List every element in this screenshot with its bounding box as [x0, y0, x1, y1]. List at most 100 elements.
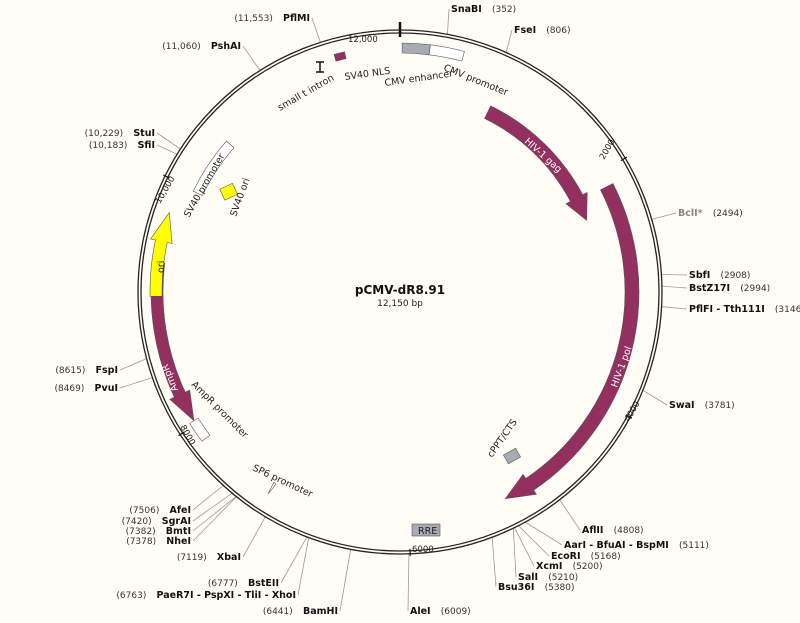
tick-mark	[620, 156, 628, 162]
enzyme-name: PflMI	[283, 13, 310, 24]
enzyme-label[interactable]: BstZ17I (2994)	[689, 276, 770, 295]
enzyme-position: (2494)	[713, 209, 743, 219]
cmv-promoter-feature[interactable]	[428, 44, 465, 62]
enzyme-label[interactable]: SalI (5210)	[518, 565, 578, 584]
enzyme-label[interactable]: AflII (4808)	[582, 518, 644, 537]
enzyme-position: (3781)	[705, 401, 735, 411]
enzyme-label[interactable]: (6763) PaeR7I - PspXI - TliI - XhoI	[116, 583, 296, 602]
enzyme-name: PshAI	[211, 41, 241, 52]
sv40-ori-feature[interactable]	[219, 182, 238, 201]
enzyme-name: SgrAI	[162, 516, 191, 527]
enzyme-position: (8615)	[55, 366, 85, 376]
enzyme-position: (6441)	[263, 607, 293, 617]
enzyme-line	[119, 377, 153, 389]
enzyme-label[interactable]: XcmI (5200)	[536, 554, 603, 573]
ampr-feature[interactable]	[150, 261, 195, 422]
enzyme-label[interactable]: (8615) FspI	[55, 358, 118, 377]
enzyme-position: (2908)	[720, 271, 750, 281]
enzyme-line	[661, 306, 688, 310]
enzyme-line	[525, 521, 563, 546]
enzyme-line	[156, 144, 178, 155]
enzyme-line	[505, 29, 513, 53]
enzyme-label[interactable]: (10,183) SfiI	[89, 133, 155, 152]
enzyme-position: (8469)	[54, 384, 84, 394]
enzyme-line	[661, 285, 688, 289]
tick-12000: 12,000	[348, 35, 378, 45]
rre-label: RRE	[418, 526, 437, 537]
enzyme-position: (5168)	[591, 552, 621, 562]
enzyme-label[interactable]: BclI* (2494)	[678, 201, 743, 220]
sv40-ori-label: SV40 ori	[228, 177, 252, 218]
enzyme-name: AflII	[582, 525, 603, 536]
enzyme-label[interactable]: EcoRI (5168)	[551, 544, 621, 563]
enzyme-line	[518, 525, 550, 557]
cmv-enhancer-feature[interactable]	[401, 42, 431, 56]
enzyme-name: BmtI	[166, 526, 191, 537]
enzyme-label[interactable]: (10,229) StuI	[85, 121, 155, 140]
small-t-intron-feature[interactable]	[316, 61, 324, 73]
enzyme-name: XbaI	[217, 552, 241, 563]
enzyme-line	[514, 527, 535, 567]
plasmid-size: 12,150 bp	[377, 299, 423, 309]
tick-mark	[625, 414, 633, 419]
enzyme-name: FspI	[96, 365, 118, 376]
enzyme-labels: SnaBI (352) FseI (806) BclI* (2494) SbfI (2…	[54, 0, 800, 618]
enzyme-position: (806)	[546, 26, 570, 36]
enzyme-label[interactable]: (7382) BmtI	[126, 519, 191, 538]
enzyme-name: EcoRI	[551, 551, 581, 562]
enzyme-position: (11,553)	[234, 14, 273, 24]
enzyme-label[interactable]: SwaI (3781)	[669, 393, 735, 412]
ori-label: ori	[156, 261, 167, 273]
enzyme-line	[559, 499, 581, 531]
enzyme-position: (5210)	[548, 573, 578, 583]
rre-feature[interactable]	[411, 523, 441, 537]
enzyme-position: (5200)	[573, 562, 603, 572]
hiv-pol-feature[interactable]	[504, 183, 640, 500]
enzyme-label[interactable]: PflFI - Tth111I (3146)	[689, 297, 800, 316]
sv40-promoter-feature[interactable]	[192, 140, 235, 196]
enzyme-line	[192, 492, 233, 522]
enzyme-label[interactable]: AleI (6009)	[410, 599, 471, 618]
enzyme-name: BstZ17I	[689, 283, 730, 294]
enzyme-name: AarI - BfuAI - BspMI	[564, 540, 669, 551]
enzyme-position: (6009)	[441, 607, 471, 617]
enzyme-line	[242, 45, 261, 71]
enzyme-name: XcmI	[536, 561, 562, 572]
enzyme-name: AfeI	[170, 505, 191, 516]
enzyme-label[interactable]: Bsu36I (5380)	[498, 575, 575, 594]
enzyme-name: StuI	[133, 128, 155, 139]
enzyme-label[interactable]: (7378) NheI	[126, 529, 191, 548]
enzyme-position: (7119)	[177, 553, 207, 563]
enzyme-label[interactable]: SbfI (2908)	[689, 263, 750, 282]
enzyme-name: BclI*	[678, 208, 703, 219]
enzyme-label[interactable]: AarI - BfuAI - BspMI (5111)	[564, 533, 709, 552]
enzyme-name: PaeR7I - PspXI - TliI - XhoI	[157, 590, 296, 601]
enzyme-name: SbfI	[689, 270, 710, 281]
enzyme-name: PvuI	[95, 383, 118, 394]
small-t-label: small t intron	[276, 73, 336, 114]
enzyme-label[interactable]: (6441) BamHI	[263, 599, 338, 618]
enzyme-name: AleI	[410, 606, 431, 617]
enzyme-label[interactable]: (11,060) PshAI	[162, 34, 241, 53]
enzyme-label[interactable]: SnaBI (352)	[451, 0, 516, 16]
enzyme-position: (352)	[492, 5, 516, 15]
enzyme-label[interactable]: (7119) XbaI	[177, 545, 241, 564]
enzyme-label[interactable]: (8469) PvuI	[54, 376, 118, 395]
enzyme-label[interactable]: (11,553) PflMI	[234, 6, 310, 25]
enzyme-label[interactable]: (7506) AfeI	[129, 498, 191, 517]
enzyme-line	[297, 537, 310, 596]
hiv-gag-feature[interactable]	[484, 105, 588, 221]
enzyme-line	[512, 528, 517, 578]
ampr-promoter-feature[interactable]	[189, 417, 211, 442]
enzyme-label[interactable]: (6777) BstEII	[208, 571, 279, 590]
enzyme-position: (11,060)	[162, 42, 201, 52]
sv40-nls-feature[interactable]	[333, 51, 347, 62]
enzyme-position: (6763)	[116, 591, 146, 601]
enzyme-line	[242, 516, 266, 558]
enzyme-label[interactable]: FseI (806)	[514, 18, 571, 37]
cppt-feature[interactable]	[503, 447, 521, 465]
sp6-promoter-feature[interactable]	[267, 481, 277, 495]
enzyme-label[interactable]: (7420) SgrAI	[122, 509, 191, 528]
sv40-promoter-label: SV40 promoter	[182, 152, 227, 220]
ori-feature[interactable]	[149, 211, 173, 297]
